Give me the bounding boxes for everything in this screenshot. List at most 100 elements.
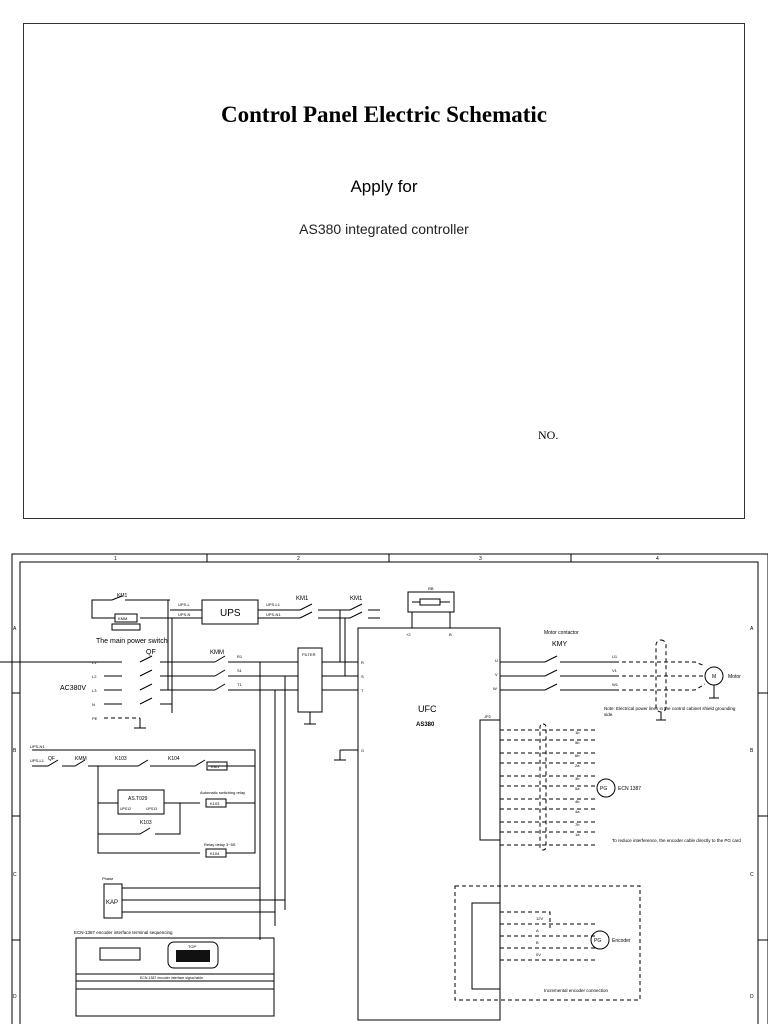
main-power-switch [91,595,170,631]
input-terminal: R [361,660,364,665]
ups-out-label: UPS-N1 [266,612,281,617]
row-label: B [750,748,754,754]
module-pin: UPS12 [120,807,131,811]
pg-symbol [596,778,616,798]
row-label: D [750,994,754,1000]
module-label: AS.T029 [128,796,148,802]
motor-symbol-label: M [712,674,716,680]
phase-label: R1 [237,654,243,659]
encoder-pg-label: PG [594,938,601,944]
motor-label: Motor [728,674,741,680]
apply-for-heading: Apply for [350,177,418,196]
cable-pin: 5a [575,786,580,791]
phase-label: T1 [237,682,242,687]
ups-n-label: UPS-N1 [30,744,45,749]
supply-label: AC380V [60,685,86,692]
cable-pin: 6b [575,753,580,758]
kap-box [103,883,123,919]
schematic-drawing: 1 2 3 4 A B C D A B C D KM1 KMM The main… [0,553,768,1024]
module-pin: UPS13 [146,807,157,811]
motor-note: Note: Electrical power lines in the cont… [604,706,736,717]
connector-top-view [167,941,219,969]
ups-in-label: UPS-L [178,602,191,607]
motor-contactor-label: KMY [552,641,568,648]
motor-terminal: U1 [612,654,618,659]
km1-label: KM1 [117,593,128,599]
breaker-qf [139,655,153,705]
resistor-label: RB [428,586,434,591]
document-title: Control Panel Electric Schematic [221,102,547,127]
signal-table-title: ECN-1387 encoder interface signal table [140,976,203,980]
row-label: B [13,748,17,754]
ups-l-label: UPS-L1 [30,758,45,763]
document-number-label: NO. [538,428,559,442]
card-label: JP2 [484,714,492,719]
k103-contact-label: K103 [140,820,152,826]
cable-pin: 5b [575,740,580,745]
row-label: D [13,994,17,1000]
filter-box [297,647,323,713]
connector-illustration [99,947,141,961]
cable-pin: 2a [575,763,580,768]
encoder-label: Encoder [612,938,631,944]
line-label: L3 [92,688,97,693]
line-label: PE [92,716,98,721]
kmm-coil-label: KMM [118,616,127,621]
motor-contactor-title: Motor contactor [544,630,579,636]
product-name: AS380 integrated controller [299,221,469,237]
output-terminal: W [493,686,497,691]
column-label: 3 [479,556,482,562]
km1-coil-label: KM1 [211,764,220,769]
ast029-module [117,789,165,815]
braking-resistor [407,591,455,613]
k103-coil-label: K103 [210,801,220,806]
ups-out-label: UPS-L1 [266,602,281,607]
output-terminal: U [495,658,498,663]
km1-contact-label: KM1 [296,596,309,602]
phase-title: Phase [102,876,114,881]
km1-contact-label: KM1 [350,596,363,602]
motor-terminal: V1 [612,668,618,673]
encoder-wire: 0V [536,952,541,957]
ups-label: UPS [220,608,241,619]
cable-pin: 7b [575,822,580,827]
phase-label: S1 [237,668,243,673]
row-label: A [750,626,754,632]
column-label: 4 [656,556,659,562]
top-label: TOP [188,944,196,949]
ufc-name: UFC [418,704,437,714]
ups-box [201,599,259,625]
encoder-note: To reduce interference, the encoder cabl… [612,838,741,843]
brake-terminal: B [449,632,452,637]
input-terminal: T [361,688,364,693]
control-kmm-label: KMM [75,756,87,762]
kmm-label: KMM [210,650,224,656]
row-label: A [13,626,17,632]
column-label: 2 [297,556,300,562]
cable-pin: 1b [575,730,580,735]
delay-label: Relay delay 3~5S [204,842,236,847]
k103-label: K103 [115,756,127,762]
encoder-pg-symbol [590,930,610,950]
line-label: N [92,702,95,707]
encoder-wire: B [536,940,539,945]
incremental-caption: Incremental encoder connection [544,988,609,993]
control-qf-label: QF [48,756,55,762]
encoder-terminal-block [479,719,501,841]
cable-pin: 3b [575,776,580,781]
encoder-wire: A [536,928,539,933]
cover-page: Control Panel Electric Schematic Apply f… [23,23,745,519]
ufc-box [357,627,501,1021]
motor-note-text: Note: Electrical power lines in the cont… [604,706,736,717]
pg-label: PG [600,786,607,792]
incremental-encoder-frame [454,885,641,1001]
breaker-label: QF [146,649,156,656]
encoder-wire: 12V [536,916,543,921]
ground-terminal: G [361,748,364,753]
ecn-table [75,937,275,1017]
k104-coil-label: K104 [210,851,220,856]
filter-label: FILTER [302,652,316,657]
brake-terminal: +2 [406,632,411,637]
ecn-label: ECN 1387 [618,786,641,792]
line-label: L2 [92,674,97,679]
